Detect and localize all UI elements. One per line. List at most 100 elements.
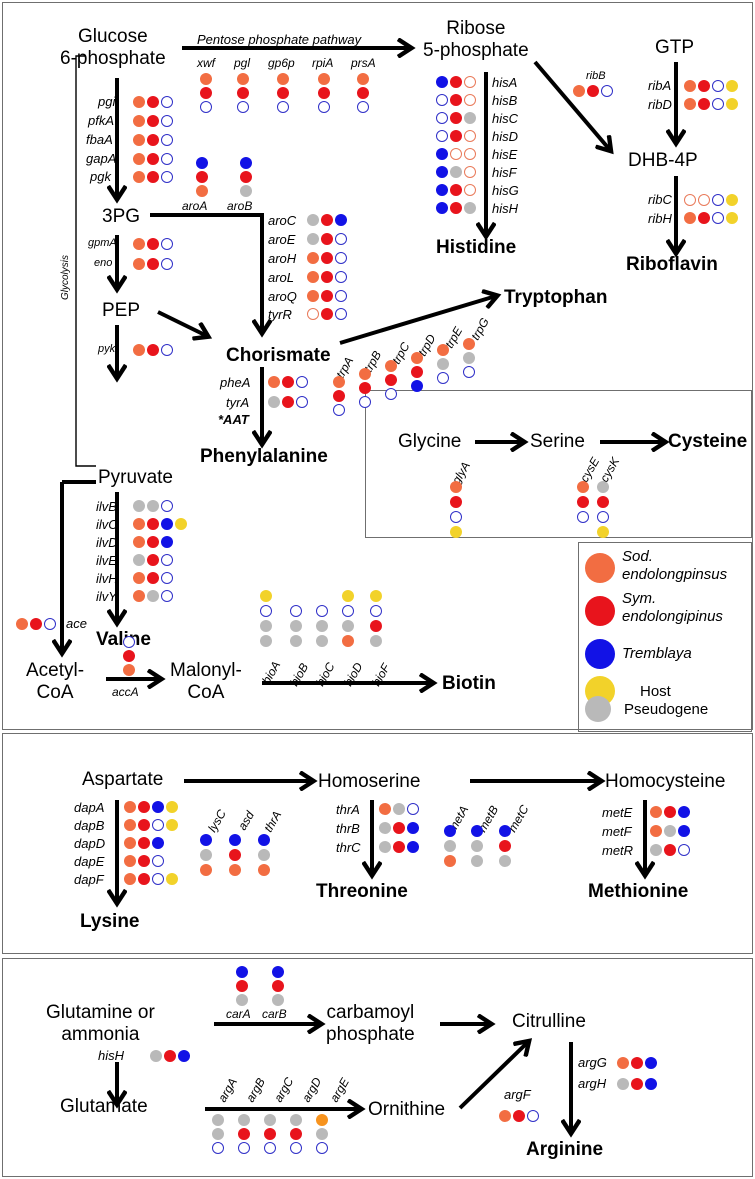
gene-ribD: ribD <box>648 97 672 112</box>
dot <box>370 635 382 647</box>
dot <box>200 87 212 99</box>
dot <box>342 620 354 632</box>
dot <box>678 825 690 837</box>
dot <box>152 819 164 831</box>
gene-ilvC: ilvC <box>96 517 118 532</box>
gene-prsA: prsA <box>351 56 376 70</box>
dot <box>212 1114 224 1126</box>
dot <box>290 1128 302 1140</box>
dot <box>200 73 212 85</box>
dot <box>617 1078 629 1090</box>
dot <box>138 873 150 885</box>
dot <box>577 481 589 493</box>
dot <box>212 1128 224 1140</box>
dot <box>124 819 136 831</box>
dot <box>385 374 397 386</box>
gene-aroL: aroL <box>268 270 295 285</box>
dot <box>335 308 347 320</box>
gene-hisD: hisD <box>492 129 519 144</box>
gene-dapD: dapD <box>74 836 106 851</box>
gene-pgi: pgi <box>98 94 116 109</box>
dot <box>712 98 724 110</box>
dot <box>450 202 462 214</box>
gene-dapE: dapE <box>74 854 105 869</box>
dot <box>359 382 371 394</box>
dot <box>296 396 308 408</box>
dot <box>333 390 345 402</box>
dot <box>200 101 212 113</box>
gene-accA: accA <box>112 685 139 699</box>
gene-argH: argH <box>578 1076 607 1091</box>
dot <box>463 338 475 350</box>
panel-top <box>2 2 753 730</box>
dot <box>450 184 462 196</box>
arrow-orn-cit <box>458 1042 528 1110</box>
dot <box>260 605 272 617</box>
gene-argF: argF <box>504 1087 531 1102</box>
dot <box>499 1110 511 1122</box>
dot <box>133 171 145 183</box>
dot <box>577 496 589 508</box>
dot <box>161 572 173 584</box>
gene-aroQ: aroQ <box>268 289 297 304</box>
dot <box>645 1078 657 1090</box>
dot <box>471 840 483 852</box>
dot <box>359 368 371 380</box>
dot <box>161 500 173 512</box>
dot <box>444 840 456 852</box>
label-pentose-phosphate: Pentose phosphate pathway <box>197 32 362 47</box>
dot <box>411 380 423 392</box>
dot <box>229 849 241 861</box>
product-methionine: Methionine <box>588 881 689 902</box>
product-cysteine: Cysteine <box>668 431 748 452</box>
dot <box>133 344 145 356</box>
dot <box>436 202 448 214</box>
dot <box>147 96 159 108</box>
dot <box>124 855 136 867</box>
arrow-pep-chor <box>157 310 207 336</box>
dot <box>527 1110 539 1122</box>
dot <box>133 96 145 108</box>
dot <box>664 806 676 818</box>
panel-cysteine <box>365 390 752 538</box>
dot <box>166 801 178 813</box>
dot <box>726 194 738 206</box>
dot <box>698 98 710 110</box>
dot <box>444 825 456 837</box>
dot <box>133 134 145 146</box>
dot <box>471 855 483 867</box>
metabolite-acetylcoa: Acetyl- CoA <box>26 660 85 703</box>
dot <box>161 554 173 566</box>
dot <box>161 258 173 270</box>
dot <box>645 1057 657 1069</box>
gene-hisA: hisA <box>492 75 518 90</box>
dot <box>712 80 724 92</box>
dot <box>133 115 145 127</box>
gene-ilvY: ilvY <box>96 589 117 604</box>
dot <box>463 366 475 378</box>
dot <box>726 80 738 92</box>
dot <box>342 605 354 617</box>
dot <box>321 308 333 320</box>
dot <box>318 73 330 85</box>
metabolite-serine: Serine <box>530 431 585 452</box>
dot <box>164 1050 176 1062</box>
dot <box>436 130 448 142</box>
legend-swatch-symbiopectobacterium <box>585 596 615 626</box>
dot <box>450 148 462 160</box>
dot <box>631 1057 643 1069</box>
dot <box>379 822 391 834</box>
gene-argG: argG <box>578 1055 607 1070</box>
dot <box>437 344 449 356</box>
dot <box>587 85 599 97</box>
dot <box>147 171 159 183</box>
gene-dapF: dapF <box>74 872 104 887</box>
dot <box>307 271 319 283</box>
gene-ace: ace <box>66 616 87 631</box>
dot <box>318 87 330 99</box>
metabolite-carbamoyl: carbamoyl phosphate <box>326 1002 415 1045</box>
dot <box>698 80 710 92</box>
metabolite-glutamine: Glutamine or ammonia <box>46 1002 155 1045</box>
gene-aroH: aroH <box>268 251 297 266</box>
dot <box>133 572 145 584</box>
